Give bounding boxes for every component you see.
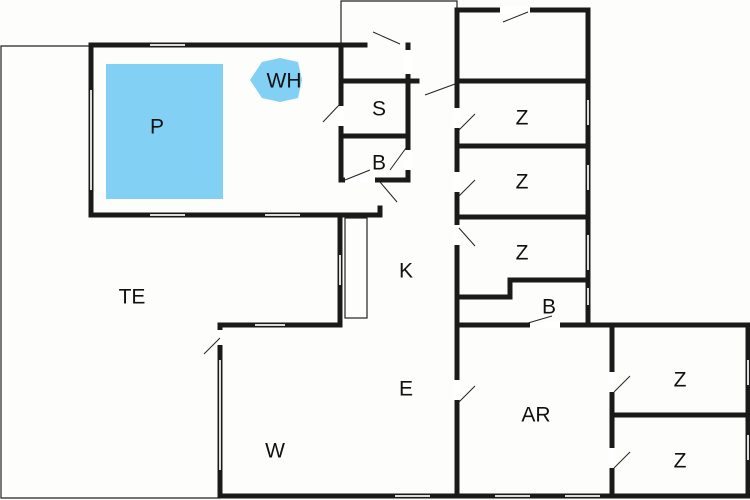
label-bath-right: B: [542, 296, 556, 319]
pool: [106, 64, 223, 199]
label-utility: AR: [521, 404, 550, 427]
label-bedroom-1: Z: [516, 107, 529, 130]
label-bedroom-3: Z: [516, 242, 529, 265]
label-terrace: TE: [119, 286, 146, 309]
label-whirlpool: WH: [267, 70, 302, 93]
label-entrance: E: [399, 378, 413, 401]
door-swings: [203, 11, 631, 469]
label-kitchen: K: [399, 260, 413, 283]
whirlpool: [250, 58, 302, 102]
counter: [344, 217, 368, 319]
terrace-outline: [0, 45, 220, 499]
label-pool: P: [150, 116, 164, 139]
label-bedroom-5: Z: [674, 450, 687, 473]
label-sauna: S: [372, 98, 386, 121]
porch-outline: [340, 0, 458, 44]
label-bedroom-2: Z: [516, 171, 529, 194]
walls: [88, 6, 750, 499]
label-living: W: [265, 440, 285, 463]
label-bath-upper: B: [372, 152, 386, 175]
label-bedroom-4: Z: [674, 369, 687, 392]
